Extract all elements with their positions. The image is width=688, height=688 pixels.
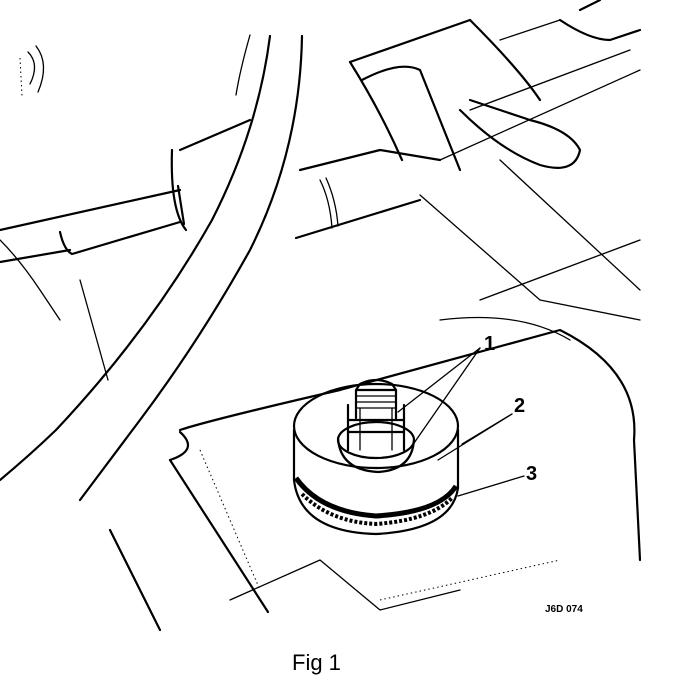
leader-lines [397,347,525,497]
rubber-mount [292,382,460,536]
figure-caption: Fig 1 [292,650,341,675]
curved-hose [0,34,304,502]
corner-mark [19,45,45,97]
mounting-plate [0,159,642,632]
nut [336,403,416,474]
stud [354,378,398,420]
callout-3: 3 [526,463,537,485]
reference-code: J6D 074 [545,604,583,615]
callout-2: 2 [514,395,525,417]
upper-pipe [0,0,642,264]
callout-1: 1 [484,333,495,355]
hose-clip [319,98,582,229]
